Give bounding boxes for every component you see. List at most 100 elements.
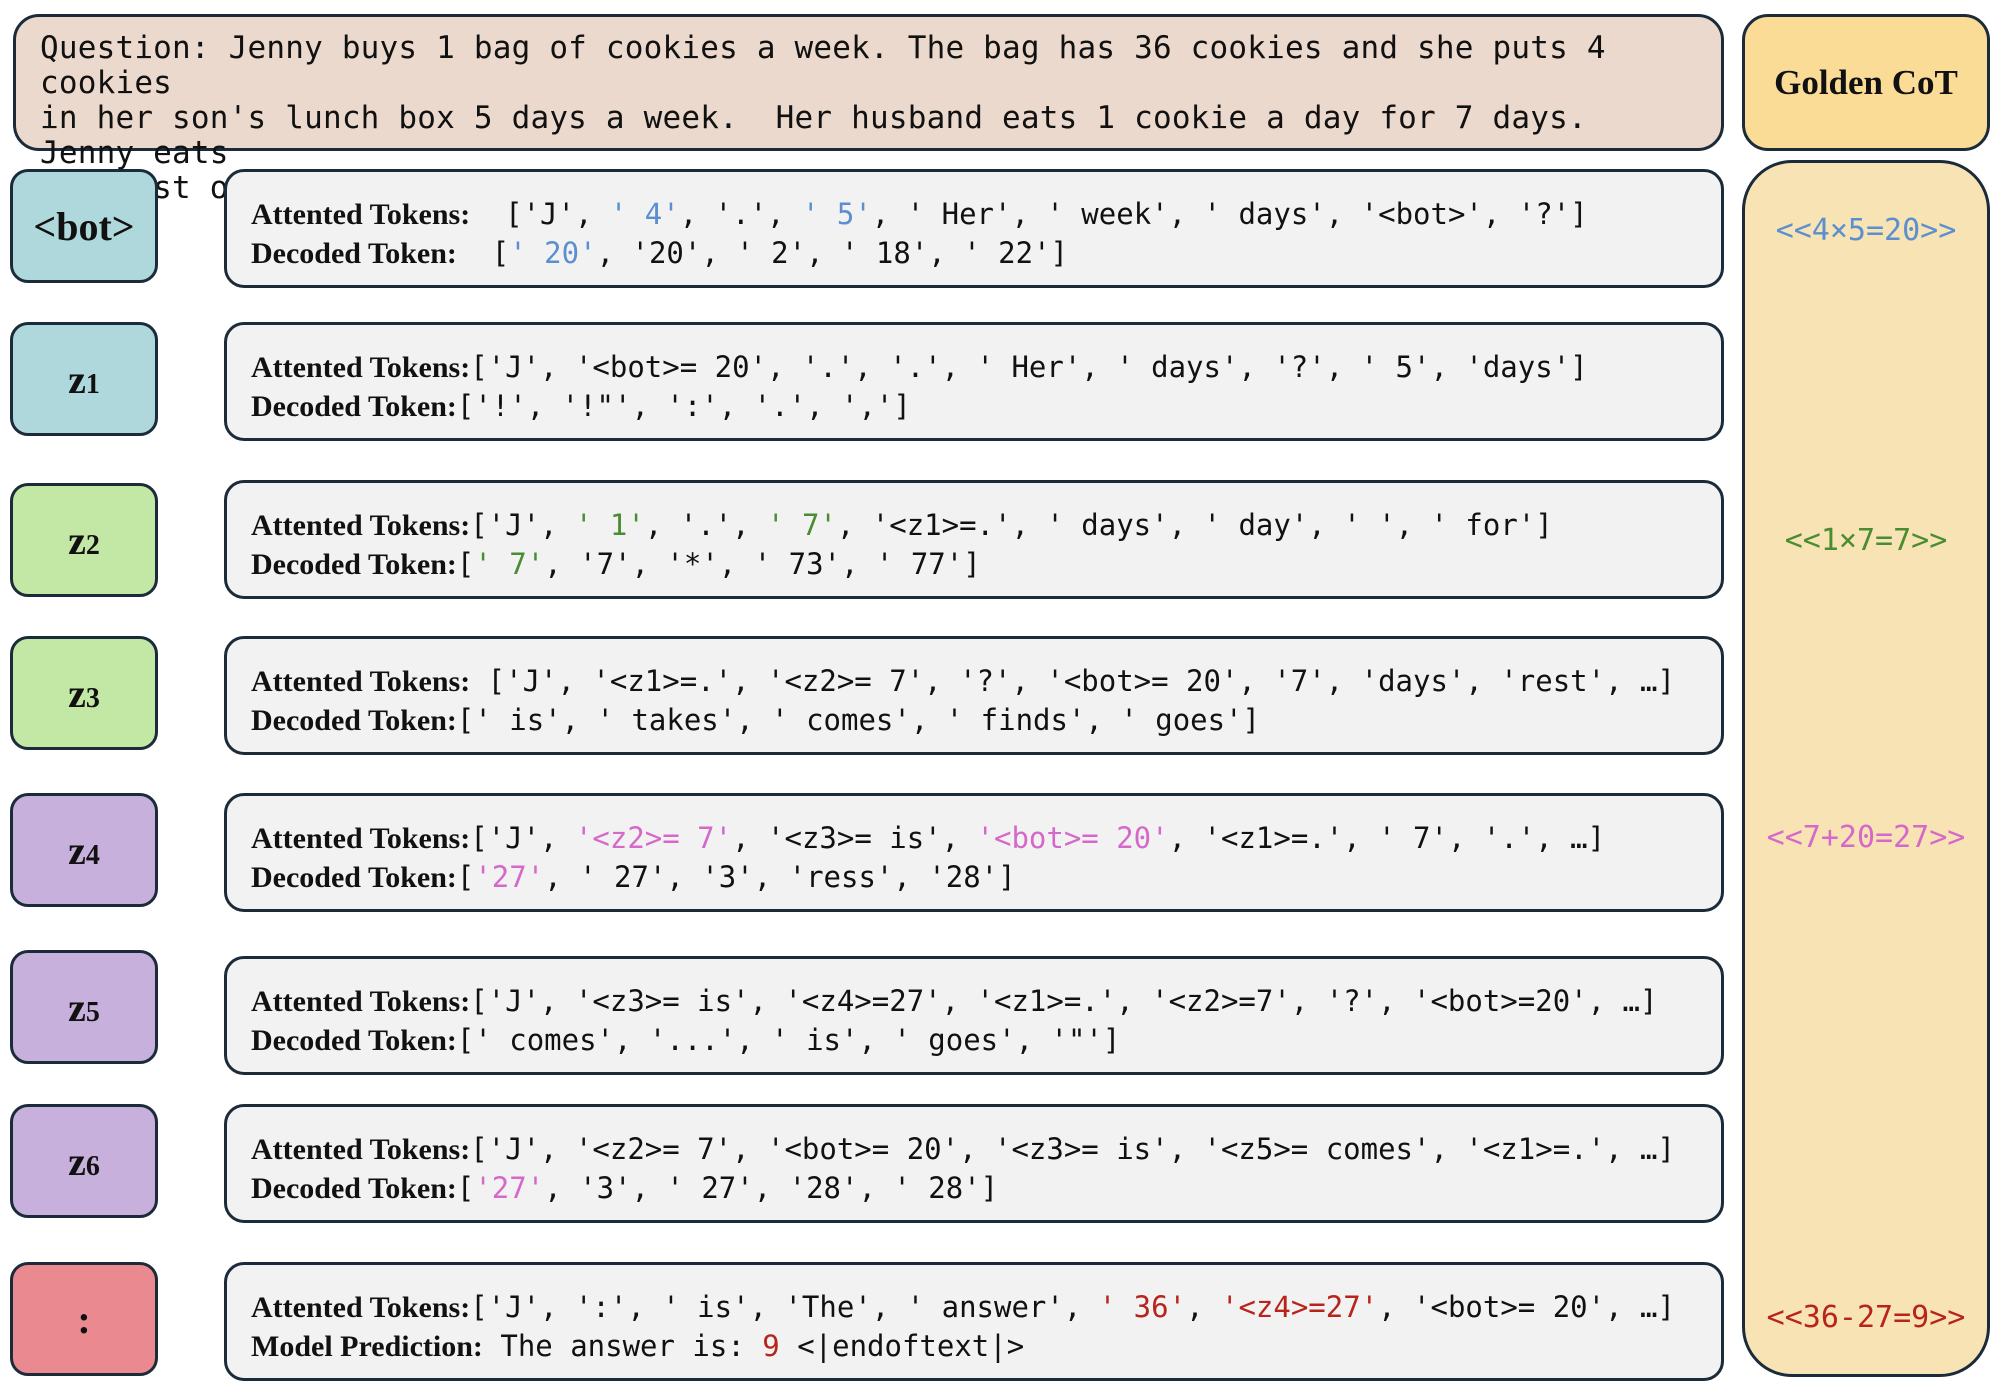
token-text: , ' Her', ' week', ' days', '<bot>', '?'… — [871, 197, 1588, 231]
decoded-token-line: Decoded Token:['!', '!"', ':', '.', ','] — [251, 387, 1721, 426]
golden-cot-step-3: <<7+20=27>> — [1766, 820, 1966, 855]
token-text: [' is', ' takes', ' comes', ' finds', ' … — [456, 703, 1261, 737]
token-text: [ — [456, 236, 510, 270]
token-text: , '20', ' 2', ' 18', ' 22'] — [596, 236, 1068, 270]
question-box: Question: Jenny buys 1 bag of cookies a … — [13, 14, 1724, 206]
step-label-bot: <bot> — [10, 169, 158, 283]
attended-tokens-line: Attented Tokens: ['J', ' 4', '.', ' 5', … — [251, 195, 1721, 234]
token-text: 9 — [762, 1329, 780, 1363]
token-text: ['J', '<z1>=.', '<z2>= 7', '?', '<bot>= … — [470, 664, 1675, 698]
decoded-token-line: Decoded Token:[' comes', '...', ' is', '… — [251, 1021, 1721, 1060]
token-text: , '7', '*', ' 73', ' 77'] — [544, 547, 981, 581]
token-box: Attented Tokens: ['J', '<z1>=.', '<z2>= … — [224, 636, 1724, 755]
token-text: ['J', — [470, 821, 575, 855]
step-label-subscript: 6 — [85, 1151, 100, 1182]
token-text: , ' 27', '3', 'ress', '28'] — [544, 860, 1016, 894]
token-text: , '<z3>= is', — [732, 821, 977, 855]
token-box: Attented Tokens: ['J', ' 4', '.', ' 5', … — [224, 169, 1724, 288]
token-text: , '.', — [644, 508, 768, 542]
token-text: , '.', — [679, 197, 802, 231]
token-text: ' 36' — [1098, 1290, 1187, 1324]
token-text: , '<z1>=.', ' 7', '.', …] — [1168, 821, 1606, 855]
decoded-token-line: Decoded Token:[' is', ' takes', ' comes'… — [251, 701, 1721, 740]
token-box: Attented Tokens:['J', ':', ' is', 'The',… — [224, 1262, 1724, 1381]
attended-tokens-line: Attented Tokens:['J', ':', ' is', 'The',… — [251, 1288, 1721, 1327]
token-text: , '<bot>= 20', …] — [1378, 1290, 1675, 1324]
line-label: Decoded Token: — [251, 390, 457, 423]
token-text: [ — [456, 547, 475, 581]
step-label-text: <bot> — [33, 203, 135, 249]
line-label: Attented Tokens: — [251, 198, 471, 231]
token-text: ['J', — [470, 197, 610, 231]
token-text: ['J', '<z2>= 7', '<bot>= 20', '<z3>= is'… — [470, 1132, 1675, 1166]
token-text: ' 4' — [609, 197, 680, 231]
token-text: <|endoftext|> — [779, 1329, 1025, 1363]
step-label-text: z — [68, 356, 86, 402]
token-box: Attented Tokens:['J', ' 1', '.', ' 7', '… — [224, 480, 1724, 599]
token-text: ' 7' — [474, 547, 545, 581]
step-label-subscript: 3 — [85, 683, 100, 714]
token-text: '<bot>= 20' — [976, 821, 1169, 855]
token-text: ['J', — [470, 508, 575, 542]
step-label-text: z — [68, 827, 86, 873]
token-text: ['J', '<bot>= 20', '.', '.', ' Her', ' d… — [470, 350, 1588, 384]
token-text: ' 7' — [767, 508, 837, 542]
line-label: Attented Tokens: — [251, 985, 471, 1018]
token-text: '27' — [474, 860, 545, 894]
line-label: Decoded Token: — [251, 704, 457, 737]
step-label-subscript: 4 — [85, 840, 100, 871]
line-label: Attented Tokens: — [251, 1133, 471, 1166]
line-label: Attented Tokens: — [251, 351, 471, 384]
line-label: Attented Tokens: — [251, 1291, 471, 1324]
step-label-text: z — [68, 1138, 86, 1184]
model-prediction-line: Model Prediction: The answer is: 9 <|end… — [251, 1327, 1721, 1366]
token-text: ' 1' — [574, 508, 645, 542]
decoded-token-line: Decoded Token:['27', '3', ' 27', '28', '… — [251, 1169, 1721, 1208]
token-text: [ — [456, 1171, 475, 1205]
golden-cot-header: Golden CoT — [1742, 14, 1990, 151]
line-label: Attented Tokens: — [251, 822, 471, 855]
attended-tokens-line: Attented Tokens:['J', '<bot>= 20', '.', … — [251, 348, 1721, 387]
golden-cot-step-4: <<36-27=9>> — [1766, 1300, 1966, 1335]
decoded-token-line: Decoded Token:['27', ' 27', '3', 'ress',… — [251, 858, 1721, 897]
attended-tokens-line: Attented Tokens:['J', '<z2>= 7', '<z3>= … — [251, 819, 1721, 858]
token-text: The answer is: — [482, 1329, 763, 1363]
token-text: , '<z1>=.', ' days', ' day', ' ', ' for'… — [836, 508, 1553, 542]
attended-tokens-line: Attented Tokens:['J', ' 1', '.', ' 7', '… — [251, 506, 1721, 545]
token-box: Attented Tokens:['J', '<z2>= 7', '<bot>=… — [224, 1104, 1724, 1223]
decoded-token-line: Decoded Token:[' 7', '7', '*', ' 73', ' … — [251, 545, 1721, 584]
token-text: ['J', '<z3>= is', '<z4>=27', '<z1>=.', '… — [470, 984, 1658, 1018]
line-label: Decoded Token: — [251, 1024, 457, 1057]
line-label: Attented Tokens: — [251, 665, 471, 698]
line-label: Decoded Token: — [251, 1172, 457, 1205]
step-label-subscript: 1 — [85, 369, 100, 400]
token-box: Attented Tokens:['J', '<bot>= 20', '.', … — [224, 322, 1724, 441]
token-text: [ — [456, 860, 475, 894]
token-text: '27' — [474, 1171, 545, 1205]
step-label-text: z — [68, 984, 86, 1030]
line-label: Decoded Token: — [251, 237, 457, 270]
attended-tokens-line: Attented Tokens:['J', '<z2>= 7', '<bot>=… — [251, 1130, 1721, 1169]
line-label: Attented Tokens: — [251, 509, 471, 542]
token-box: Attented Tokens:['J', '<z2>= 7', '<z3>= … — [224, 793, 1724, 912]
step-label-colon: : — [10, 1262, 158, 1376]
token-text: '<z2>= 7' — [574, 821, 733, 855]
attended-tokens-line: Attented Tokens:['J', '<z3>= is', '<z4>=… — [251, 982, 1721, 1021]
golden-cot-column — [1742, 160, 1990, 1377]
golden-cot-step-1: <<4×5=20>> — [1775, 213, 1957, 248]
token-text: '<z4>=27' — [1220, 1290, 1379, 1324]
step-label-text: z — [68, 670, 86, 716]
step-label-subscript: 2 — [85, 530, 100, 561]
token-text: ['!', '!"', ':', '.', ','] — [456, 389, 911, 423]
line-label: Model Prediction: — [251, 1330, 483, 1363]
golden-cot-step-2: <<1×7=7>> — [1784, 523, 1948, 558]
attended-tokens-line: Attented Tokens: ['J', '<z1>=.', '<z2>= … — [251, 662, 1721, 701]
token-text: ' 5' — [801, 197, 872, 231]
token-text: , '3', ' 27', '28', ' 28'] — [544, 1171, 999, 1205]
